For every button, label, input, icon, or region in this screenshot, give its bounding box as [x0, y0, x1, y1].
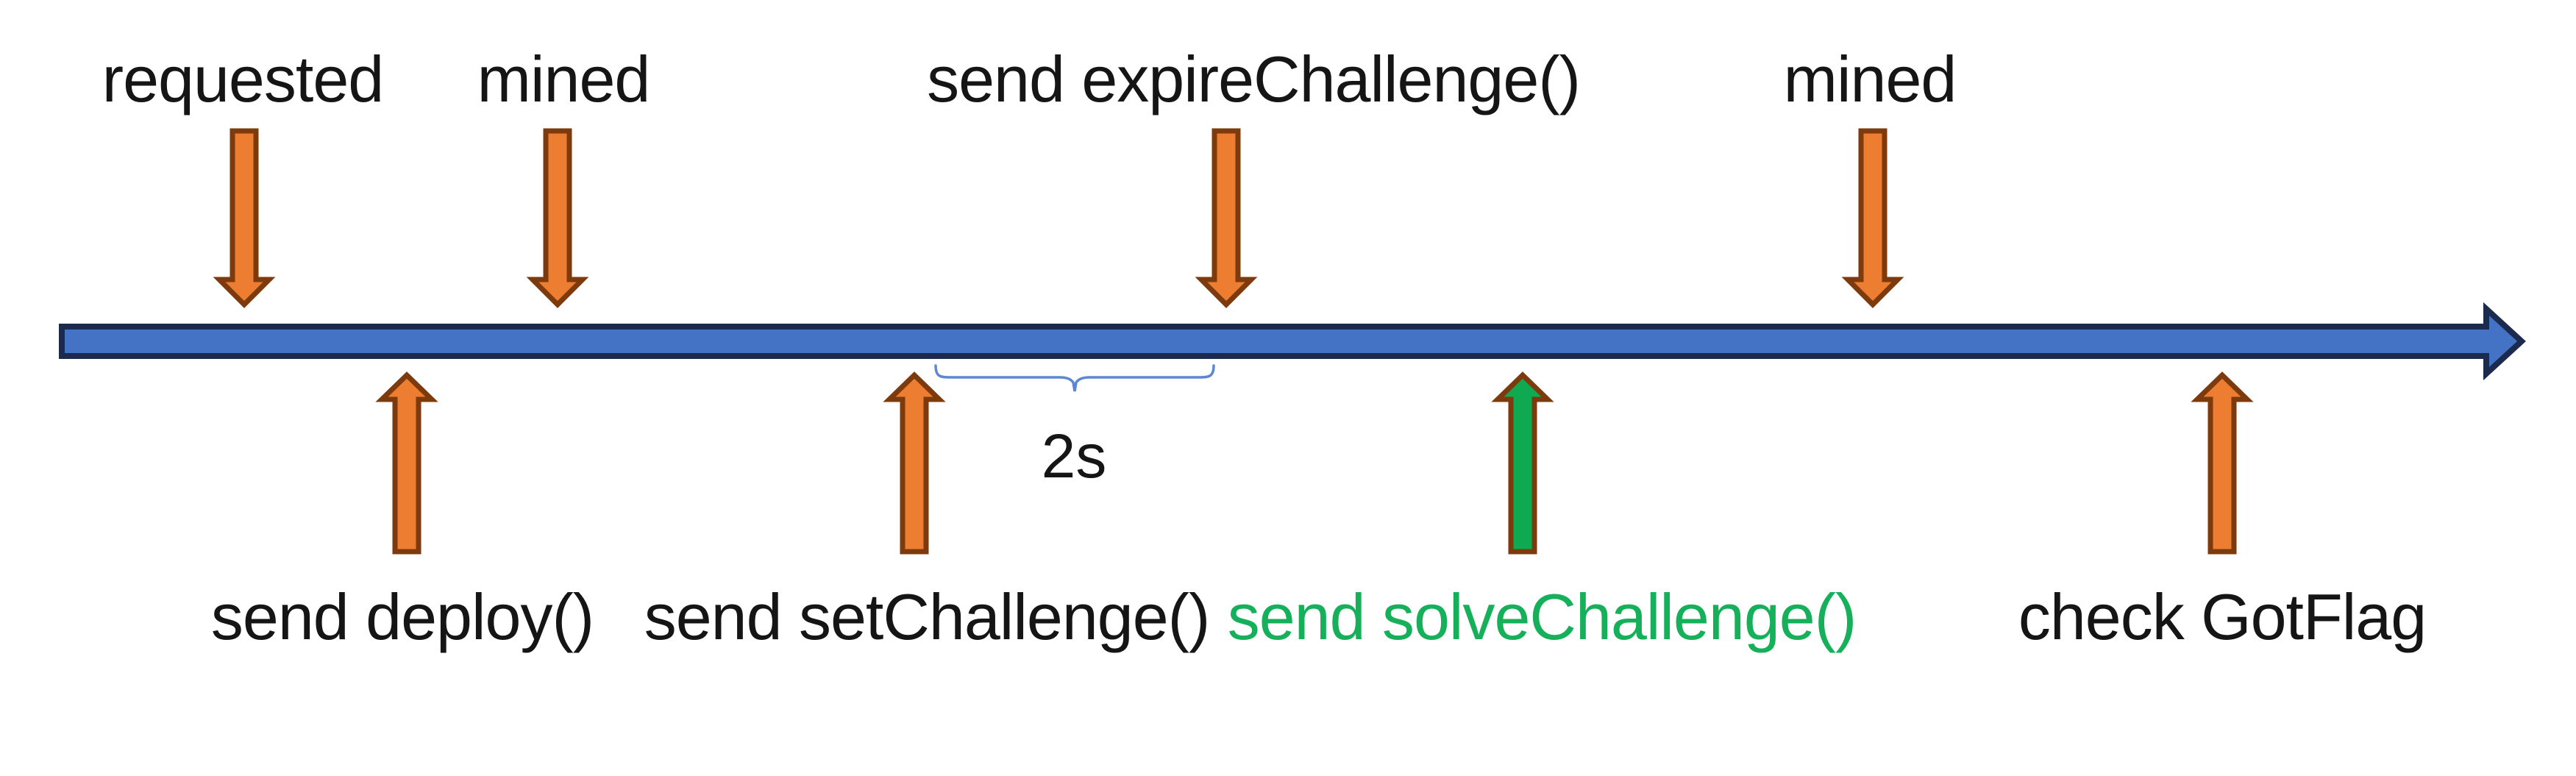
- event-label-send-expirechallenge: send expireChallenge(): [927, 43, 1581, 115]
- event-label-check-gotflag: check GotFlag: [2018, 580, 2427, 653]
- down-arrow-send-expirechallenge: [1195, 128, 1258, 308]
- event-label-mined-1: mined: [477, 43, 651, 115]
- up-arrow-send-setchallenge: [883, 371, 946, 555]
- down-arrow-requested: [213, 128, 276, 308]
- event-label-mined-2: mined: [1783, 43, 1957, 115]
- event-label-send-setchallenge: send setChallenge(): [644, 580, 1211, 653]
- timeline-arrow: [59, 302, 2526, 381]
- up-arrow-check-gotflag: [2191, 371, 2254, 555]
- down-arrow-mined: [1841, 128, 1904, 308]
- event-arrows-layer: [213, 128, 2254, 555]
- event-label-send-deploy: send deploy(): [210, 580, 594, 653]
- interval-bracket-2s: [934, 364, 1215, 392]
- down-arrow-mined: [526, 128, 589, 308]
- up-arrow-send-deploy: [375, 371, 438, 555]
- event-label-send-solvechallenge: send solveChallenge(): [1227, 580, 1857, 653]
- interval-duration-label: 2s: [1041, 421, 1107, 491]
- event-label-requested: requested: [102, 43, 384, 115]
- up-arrow-send-solvechallenge: [1491, 371, 1554, 555]
